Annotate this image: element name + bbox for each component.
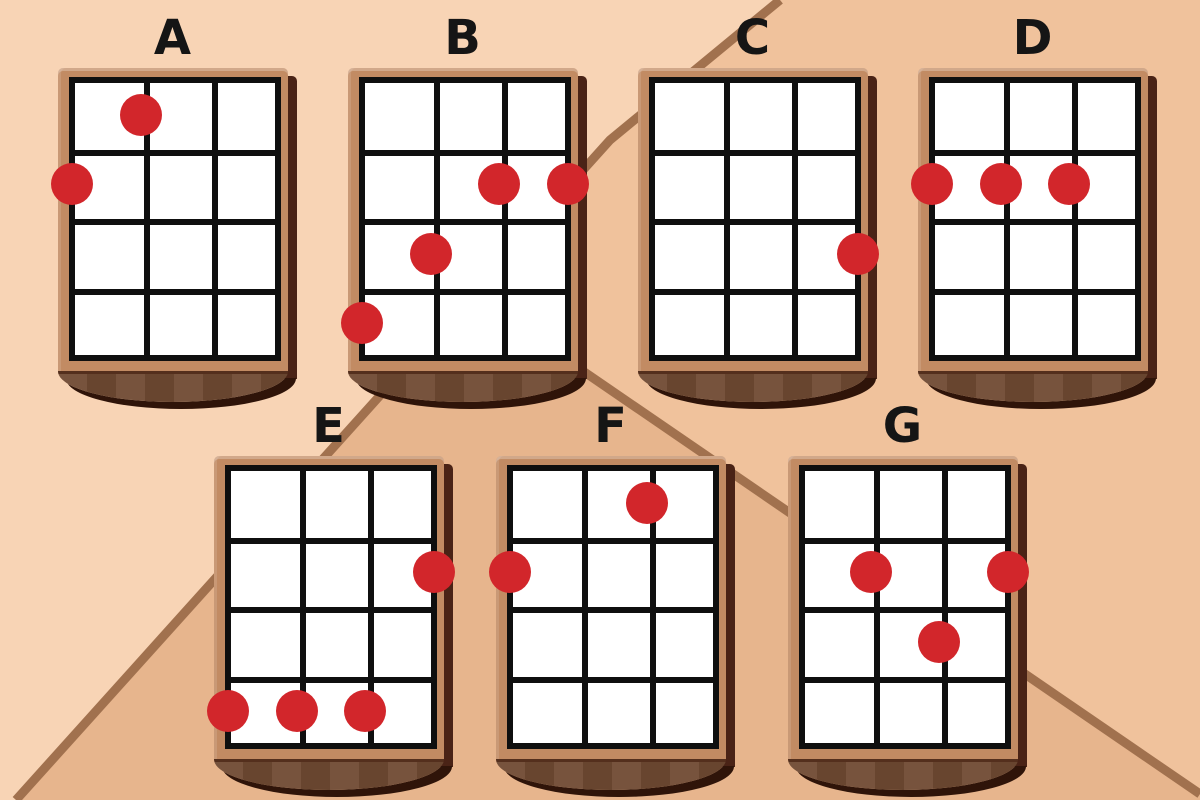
fret-line: [655, 288, 855, 295]
fret-grid: [69, 77, 281, 361]
chord-diagram: A: [51, 10, 298, 408]
chord-diagram: B: [341, 10, 589, 408]
chord-label: E: [312, 398, 346, 454]
finger-dot: [344, 690, 387, 733]
fret-line: [935, 149, 1135, 156]
finger-dots-layer: [341, 68, 589, 371]
fret-grid: [359, 77, 571, 361]
finger-dots-layer: [911, 68, 1148, 371]
fret-line: [365, 288, 565, 295]
fretboard-frame: [918, 68, 1148, 371]
finger-dots-layer: [51, 68, 288, 371]
fretboard-bowl: [788, 759, 1018, 790]
finger-dot: [1048, 163, 1091, 206]
fretboard-frame: [348, 68, 578, 371]
fret-line: [231, 537, 431, 544]
fret-grid: [225, 465, 437, 749]
fret-line: [75, 219, 275, 225]
fret-line: [513, 537, 713, 544]
finger-dots-layer: [788, 456, 1029, 759]
fret-line: [365, 149, 565, 156]
fret-grid: [929, 77, 1141, 361]
fret-line: [805, 607, 1005, 613]
fret-line: [231, 607, 431, 613]
finger-dot: [918, 620, 961, 663]
fretboard-bowl: [214, 759, 444, 790]
finger-dot: [119, 93, 162, 136]
chord-label: G: [882, 398, 924, 454]
fret-line: [935, 219, 1135, 225]
finger-dot: [837, 232, 879, 275]
finger-dot: [911, 163, 953, 206]
finger-dot: [547, 163, 589, 206]
finger-dot: [849, 551, 892, 594]
fret-line: [935, 288, 1135, 295]
chord-diagram: C: [638, 10, 879, 408]
fret-line: [231, 676, 431, 683]
fretboard-frame: [496, 456, 726, 759]
fret-grid: [507, 465, 719, 749]
fret-line: [513, 676, 713, 683]
finger-dots-layer: [207, 456, 455, 759]
finger-dot: [413, 551, 455, 594]
fret-line: [805, 676, 1005, 683]
chord-diagram: G: [788, 398, 1029, 796]
chord-diagram: F: [489, 398, 736, 796]
finger-dot: [341, 302, 383, 345]
chord-label: C: [734, 10, 772, 66]
fret-line: [365, 219, 565, 225]
fret-line: [655, 219, 855, 225]
finger-dot: [478, 163, 521, 206]
fretboard-frame: [214, 456, 444, 759]
chord-diagram: E: [207, 398, 455, 796]
finger-dot: [207, 690, 249, 733]
chord-label: A: [153, 10, 193, 66]
chord-diagram: D: [911, 10, 1158, 408]
finger-dot: [489, 551, 531, 594]
crack-line-main: [12, 0, 783, 800]
fret-line: [75, 149, 275, 156]
finger-dot: [626, 481, 669, 524]
fret-line: [805, 537, 1005, 544]
fret-line: [75, 288, 275, 295]
chord-label: F: [594, 398, 628, 454]
fretboard-bowl: [496, 759, 726, 790]
finger-dot: [409, 232, 452, 275]
fret-line: [513, 607, 713, 613]
fretboard-frame: [58, 68, 288, 371]
finger-dot: [51, 163, 93, 206]
fret-grid: [799, 465, 1011, 749]
fretboard-frame: [638, 68, 868, 371]
chord-label: B: [444, 10, 482, 66]
fret-grid: [649, 77, 861, 361]
finger-dot: [979, 163, 1022, 206]
finger-dots-layer: [489, 456, 726, 759]
fret-line: [655, 149, 855, 156]
chord-label: D: [1012, 10, 1054, 66]
finger-dot: [987, 551, 1029, 594]
finger-dot: [275, 690, 318, 733]
fretboard-frame: [788, 456, 1018, 759]
finger-dots-layer: [638, 68, 879, 371]
